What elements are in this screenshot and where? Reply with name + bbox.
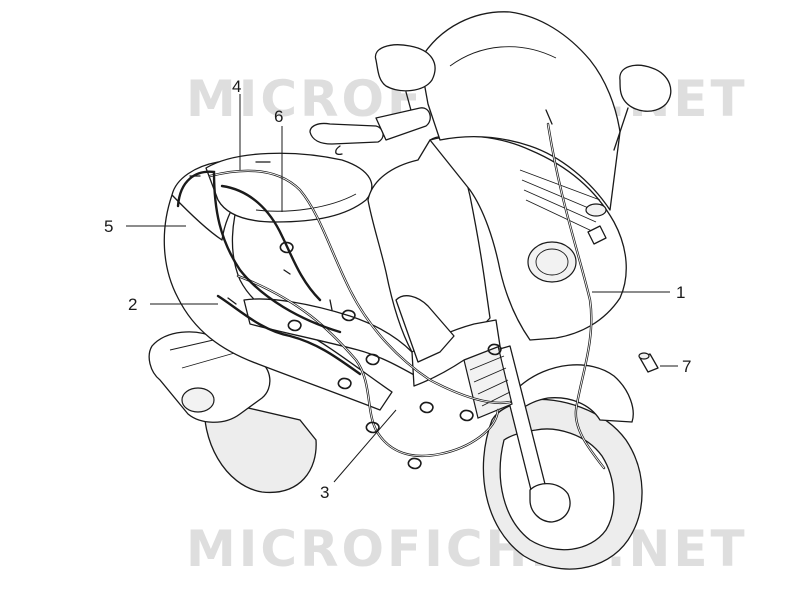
left-mirror [374, 44, 436, 92]
inner-panel [395, 295, 455, 363]
right-mirror [619, 64, 672, 112]
callout-labels: 1 2 3 4 5 6 7 [104, 77, 691, 502]
callout-5: 5 [104, 217, 113, 236]
callout-1: 1 [676, 283, 685, 302]
cable-2-rear-brake [216, 294, 362, 376]
cable-clip [287, 319, 302, 332]
brake-lever [375, 107, 431, 141]
cable-clip [365, 353, 380, 366]
part-7-bush [638, 352, 659, 373]
windscreen [419, 11, 621, 211]
indicator-lamp [585, 203, 607, 217]
cable-clip [459, 409, 474, 422]
rear-wheel [203, 397, 317, 493]
cable-end-fitting [189, 161, 333, 311]
cable-5-choke [176, 170, 342, 334]
cable-clip [279, 241, 294, 254]
cable-clip [337, 377, 352, 390]
cable-clip [407, 457, 422, 470]
callout-6: 6 [274, 107, 283, 126]
cable-harness [176, 109, 606, 470]
front-fairing [429, 135, 627, 341]
leg-shield [367, 135, 491, 369]
brand-emblem [587, 225, 607, 245]
exhaust-end-cap [181, 387, 215, 413]
callout-4: 4 [232, 77, 241, 96]
leader-3 [333, 409, 397, 483]
cable-1-end-fitting [545, 109, 553, 125]
cable-clip [487, 343, 502, 356]
callout-2: 2 [128, 295, 137, 314]
callout-7: 7 [682, 357, 691, 376]
cable-6-seat-release [220, 184, 322, 302]
handlebar-grip [309, 122, 384, 145]
watermark-bottom: MICROFICHES.NET [186, 520, 748, 578]
callout-3: 3 [320, 483, 329, 502]
cable-clip [365, 421, 380, 434]
cable-clip [419, 401, 434, 414]
front-fender [519, 364, 634, 423]
cable-clip [341, 309, 356, 322]
leader-lines [126, 94, 678, 483]
headlight [527, 241, 577, 283]
